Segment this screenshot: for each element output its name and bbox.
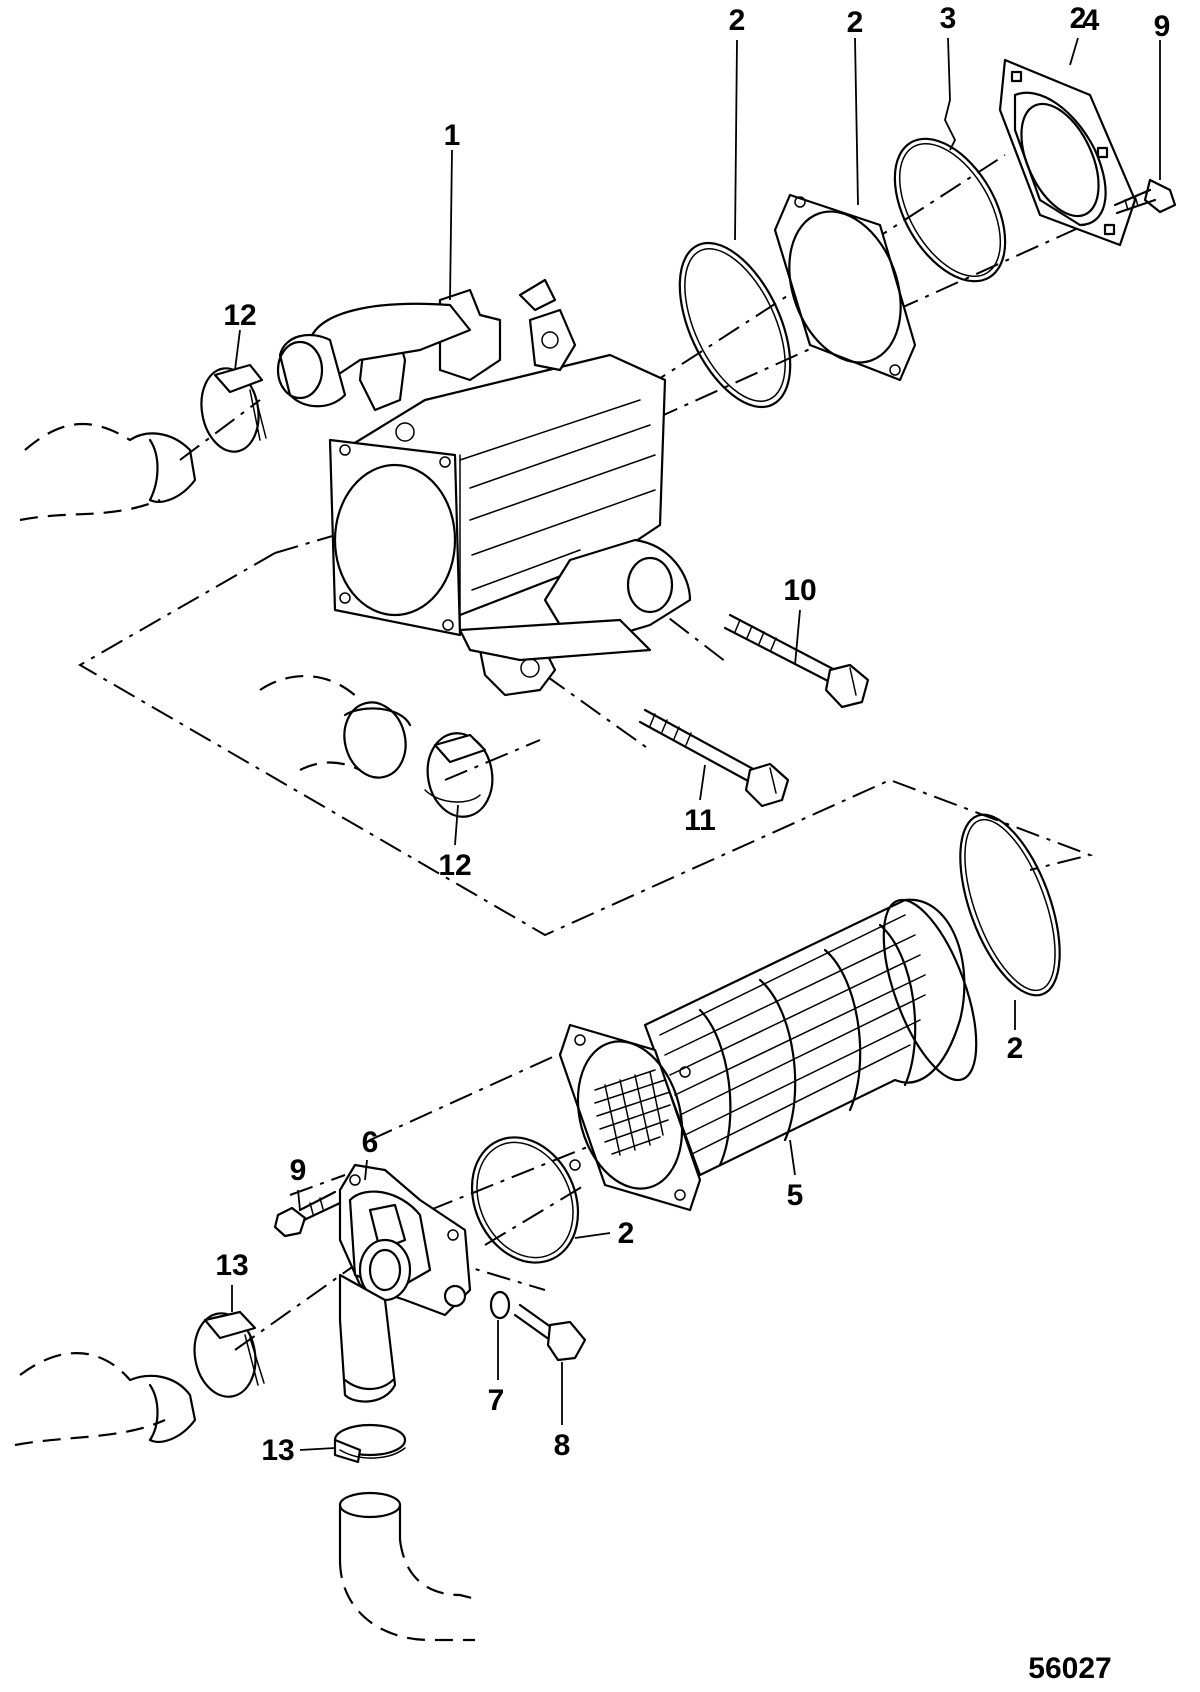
callout-2-d: 2 xyxy=(1007,1032,1024,1065)
callout-2-e: 2 xyxy=(618,1217,635,1250)
callout-5: 5 xyxy=(787,1179,804,1212)
hose-bottom xyxy=(338,1491,481,1642)
callout-7: 7 xyxy=(488,1384,505,1417)
part-9-screw-upper xyxy=(1113,178,1177,215)
callout-11: 11 xyxy=(684,804,716,837)
callout-9-upper: 9 xyxy=(1154,10,1171,43)
part-12-clamp-upper xyxy=(200,363,267,453)
assembly-centerlines xyxy=(78,154,1094,1351)
callout-12-middle: 12 xyxy=(438,849,471,882)
part-6-end-cover xyxy=(338,1163,472,1403)
part-2-o-ring-upper-b xyxy=(893,137,1007,283)
part-2-o-ring-right xyxy=(959,813,1061,997)
callout-4: 4 xyxy=(1083,4,1100,37)
callout-2-c: 2 xyxy=(1070,2,1087,35)
figure-number: 56027 xyxy=(1028,1652,1111,1685)
part-13-clamp-bottom xyxy=(333,1423,407,1464)
part-2-o-ring-upper-a xyxy=(678,241,792,409)
part-13-clamp-left xyxy=(193,1310,265,1398)
hose-upper-left xyxy=(19,422,197,522)
hose-lower-left xyxy=(14,1352,197,1447)
callout-10: 10 xyxy=(783,574,816,607)
part-10-bolt xyxy=(723,613,870,709)
callout-13-left: 13 xyxy=(215,1249,248,1282)
part-4-end-cap xyxy=(998,58,1137,247)
part-1-exchanger-housing xyxy=(276,278,692,697)
callout-9-lower: 9 xyxy=(290,1154,307,1187)
callout-2-a: 2 xyxy=(729,4,746,37)
callout-6: 6 xyxy=(362,1126,379,1159)
part-12-clamp-middle xyxy=(424,732,494,818)
callout-12-upper: 12 xyxy=(223,299,256,332)
part-7-washer xyxy=(489,1290,511,1320)
part-5-tube-bundle xyxy=(558,898,978,1212)
callout-3: 3 xyxy=(940,2,957,35)
callout-labels: 1 2 2 3 2 4 9 12 10 11 12 2 6 9 5 2 13 7… xyxy=(215,2,1170,1467)
callout-1: 1 xyxy=(444,119,461,152)
callout-13-bottom: 13 xyxy=(261,1434,294,1467)
callout-leaders xyxy=(231,37,1161,1451)
callout-8: 8 xyxy=(554,1429,571,1462)
part-3-gasket xyxy=(773,193,917,382)
part-9-screw-lower xyxy=(273,1190,342,1238)
callout-2-b: 2 xyxy=(847,6,864,39)
part-11-bolt xyxy=(638,708,790,808)
hose-middle xyxy=(259,674,412,779)
part-8-drain-plug xyxy=(513,1303,587,1362)
part-2-o-ring-lower xyxy=(470,1136,580,1264)
tube-sheet-mesh xyxy=(594,1069,671,1156)
